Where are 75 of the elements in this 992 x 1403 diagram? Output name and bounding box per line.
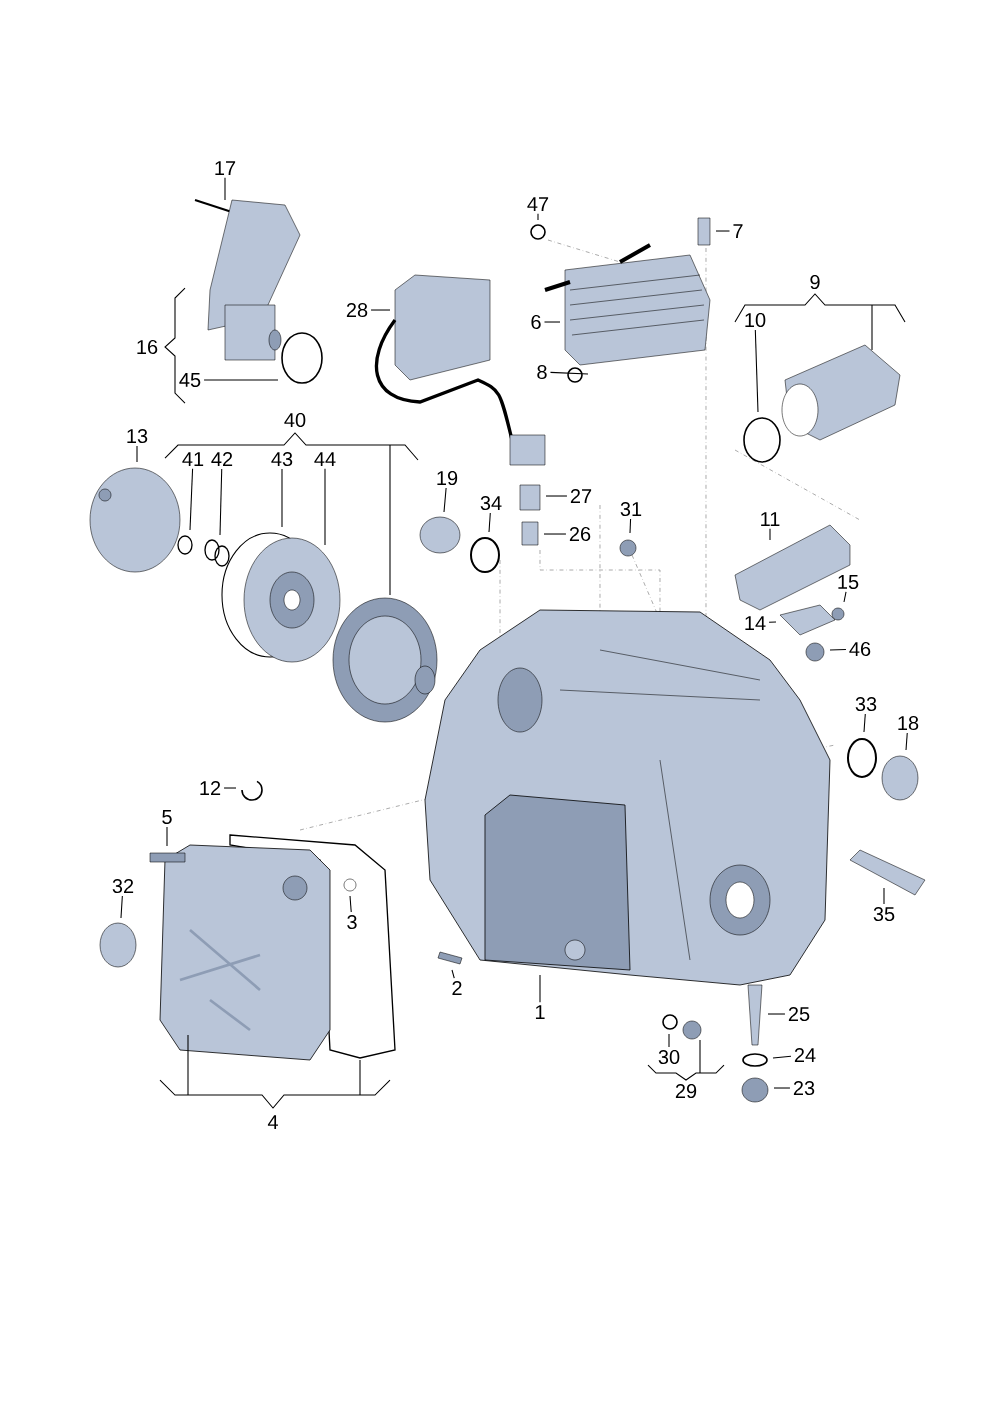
callout-number: 13 — [127, 428, 148, 444]
leader-line — [120, 895, 123, 919]
callout-number: 19 — [437, 470, 458, 486]
callout-number: 6 — [531, 314, 541, 330]
leader-line — [224, 177, 226, 201]
leader-line — [203, 379, 279, 381]
leader-line — [863, 713, 866, 733]
callout-number: 25 — [788, 1006, 810, 1022]
callout-number: 32 — [112, 878, 134, 894]
leader-line — [543, 321, 561, 323]
leader-line — [772, 1055, 792, 1059]
leader-line — [223, 787, 237, 789]
callout-number: 18 — [898, 715, 919, 731]
leader-line — [370, 309, 391, 311]
callout-number: 27 — [570, 489, 592, 503]
callout-number: 12 — [200, 781, 221, 795]
leader-line — [443, 487, 447, 513]
callout-number: 3 — [347, 914, 357, 930]
leader-line — [543, 533, 567, 535]
callout-number: 31 — [620, 501, 642, 517]
leader-line — [451, 969, 455, 979]
callout-number: 17 — [215, 161, 236, 175]
callout-number: 5 — [162, 810, 172, 824]
callout-number: 33 — [855, 696, 877, 712]
callout-number: 4 — [267, 1115, 278, 1129]
callout-number: 26 — [569, 526, 591, 542]
callout-number: 40 — [284, 412, 306, 428]
leader-line — [537, 213, 539, 221]
callout-number: 30 — [658, 1049, 680, 1065]
leader-line — [136, 445, 138, 463]
callout-number: 15 — [838, 575, 859, 589]
leader-line — [189, 468, 194, 531]
callout-number: 34 — [480, 495, 502, 511]
callout-number: 35 — [873, 906, 895, 922]
callout-number: 14 — [745, 616, 766, 630]
leader-line — [754, 329, 759, 413]
callout-number: 10 — [745, 312, 766, 328]
callout-number: 23 — [793, 1080, 815, 1096]
leader-line — [166, 826, 168, 847]
callout-number: 28 — [346, 302, 368, 318]
callout-number: 41 — [182, 452, 204, 466]
leader-line — [488, 512, 491, 533]
callout-number: 45 — [179, 373, 201, 387]
leader-line — [769, 528, 771, 541]
leader-line — [349, 895, 352, 913]
callout-number: 16 — [137, 339, 158, 355]
callout-number: 44 — [314, 452, 336, 466]
callout-number: 24 — [794, 1048, 816, 1062]
callout-number: 43 — [271, 451, 293, 467]
callout-number: 47 — [527, 197, 549, 211]
leader-line — [281, 468, 283, 528]
leader-line — [905, 732, 908, 751]
leader-line — [324, 468, 326, 546]
leader-line — [629, 518, 632, 534]
leader-line — [768, 621, 777, 623]
leader-line — [843, 591, 847, 603]
leader-line — [773, 1087, 791, 1089]
callout-number: 29 — [675, 1083, 697, 1099]
callout-number: 1 — [535, 1005, 545, 1019]
callout-number: 11 — [761, 512, 780, 526]
leader-line — [883, 887, 885, 905]
callout-number: 46 — [849, 641, 871, 657]
leader-line — [767, 1013, 786, 1015]
leader-line — [549, 371, 589, 375]
leader-line — [539, 974, 541, 1003]
leader-line — [545, 495, 568, 497]
callout-number: 2 — [452, 981, 462, 995]
leader-line — [668, 1033, 670, 1048]
callout-number: 8 — [537, 364, 547, 380]
callout-number: 42 — [211, 452, 233, 466]
callout-number: 9 — [810, 274, 820, 290]
leader-line — [219, 468, 223, 536]
callout-number: 7 — [733, 224, 743, 238]
leader-line — [715, 230, 731, 232]
leader-line — [829, 648, 847, 651]
